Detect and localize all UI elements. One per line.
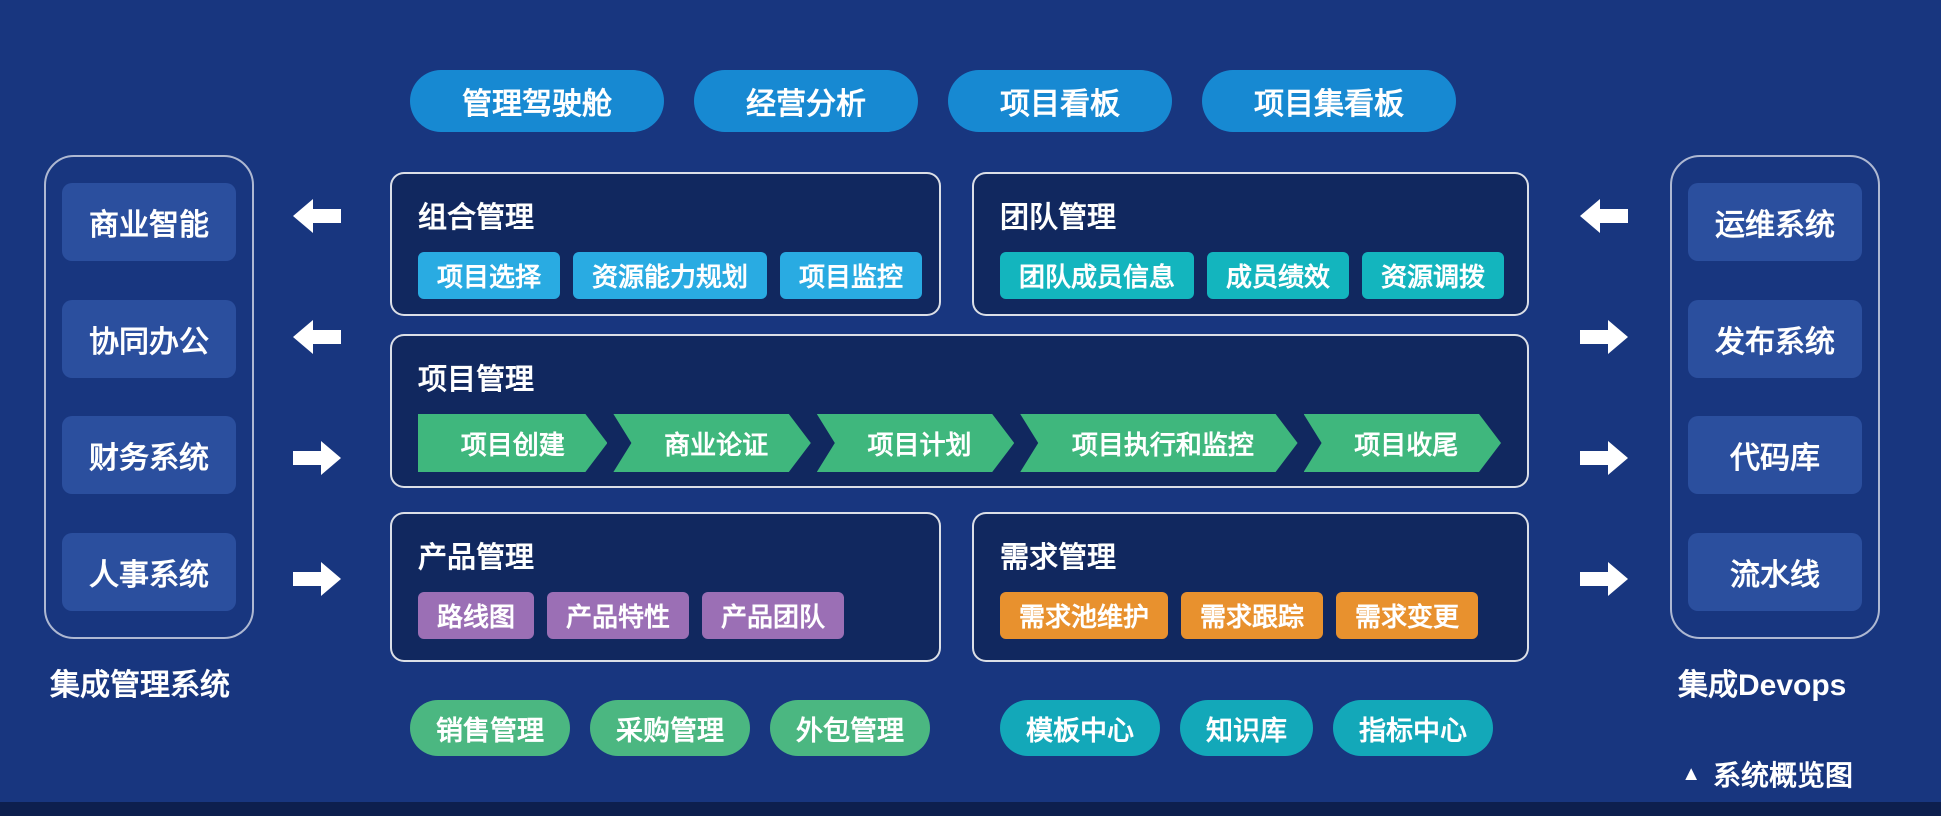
arrow-left-icon — [293, 319, 341, 354]
panel-title: 团队管理 — [1000, 202, 1117, 234]
feature-chip-requirement-pool: 需求池维护 — [1000, 592, 1169, 639]
diagram-caption: ▲ 系统概览图 — [1681, 754, 1853, 794]
right-arrow-column — [1578, 155, 1630, 639]
team-management-panel: 团队管理 团队成员信息 成员绩效 资源调拨 — [972, 172, 1529, 316]
module-pill-sales-management: 销售管理 — [410, 700, 570, 756]
nav-pill-management-cockpit: 管理驾驶舱 — [410, 70, 664, 132]
process-step-project-creation: 项目创建 — [418, 414, 607, 472]
process-step-project-closing: 项目收尾 — [1304, 414, 1501, 472]
arrow-right-icon — [1580, 561, 1628, 596]
integration-box-code-repo: 代码库 — [1688, 416, 1862, 495]
panel-title: 产品管理 — [418, 542, 535, 574]
feature-chip-requirement-tracking: 需求跟踪 — [1181, 592, 1324, 639]
panel-title: 项目管理 — [418, 364, 535, 396]
feature-chip-project-selection: 项目选择 — [418, 252, 561, 299]
bottom-pill-row-green: 销售管理 采购管理 外包管理 — [410, 700, 930, 756]
integration-box-bi: 商业智能 — [62, 183, 236, 261]
module-pill-knowledge-base: 知识库 — [1180, 700, 1313, 756]
integration-box-collab-office: 协同办公 — [62, 299, 236, 378]
top-pill-row: 管理驾驶舱 经营分析 项目看板 项目集看板 — [410, 70, 1456, 132]
chip-row: 路线图 产品特性 产品团队 — [418, 592, 913, 639]
module-pill-metric-center: 指标中心 — [1333, 700, 1493, 756]
left-arrow-column — [291, 155, 343, 639]
arrow-right-icon — [293, 561, 341, 596]
requirement-management-panel: 需求管理 需求池维护 需求跟踪 需求变更 — [972, 512, 1529, 662]
arrow-right-icon — [1580, 440, 1628, 475]
module-pill-procurement-management: 采购管理 — [590, 700, 750, 756]
arrow-right-icon — [1580, 319, 1628, 354]
product-management-panel: 产品管理 路线图 产品特性 产品团队 — [390, 512, 941, 662]
right-frame-label: 集成Devops — [1678, 669, 1847, 702]
chip-row: 需求池维护 需求跟踪 需求变更 — [1000, 592, 1501, 639]
panel-title: 需求管理 — [1000, 542, 1117, 574]
module-pill-template-center: 模板中心 — [1000, 700, 1160, 756]
caption-text: 系统概览图 — [1712, 760, 1853, 791]
bottom-edge-strip — [0, 802, 1941, 816]
feature-chip-team-member-info: 团队成员信息 — [1000, 252, 1195, 299]
portfolio-management-panel: 组合管理 项目选择 资源能力规划 项目监控 — [390, 172, 941, 316]
panel-title: 组合管理 — [418, 202, 535, 234]
feature-chip-resource-allocation: 资源调拨 — [1362, 252, 1505, 299]
feature-chip-requirement-change: 需求变更 — [1336, 592, 1479, 639]
integration-box-finance: 财务系统 — [62, 416, 236, 495]
process-step-project-plan: 项目计划 — [817, 414, 1014, 472]
left-frame-label: 集成管理系统 — [50, 669, 230, 702]
arrow-right-icon — [293, 440, 341, 475]
integration-box-hr: 人事系统 — [62, 532, 236, 611]
right-integration-frame: 运维系统 发布系统 代码库 流水线 — [1670, 155, 1880, 639]
integration-box-ops-system: 运维系统 — [1688, 183, 1862, 261]
project-management-panel: 项目管理 项目创建 商业论证 项目计划 项目执行和监控 项目收尾 — [390, 334, 1529, 488]
feature-chip-roadmap: 路线图 — [418, 592, 535, 639]
chip-row: 团队成员信息 成员绩效 资源调拨 — [1000, 252, 1505, 299]
feature-chip-resource-capacity-planning: 资源能力规划 — [573, 252, 768, 299]
triangle-marker-icon: ▲ — [1681, 763, 1701, 785]
arrow-left-icon — [293, 198, 341, 233]
chip-row: 项目选择 资源能力规划 项目监控 — [418, 252, 923, 299]
integration-box-release-system: 发布系统 — [1688, 299, 1862, 378]
nav-pill-program-kanban: 项目集看板 — [1202, 70, 1456, 132]
left-integration-frame: 商业智能 协同办公 财务系统 人事系统 — [44, 155, 254, 639]
feature-chip-product-team: 产品团队 — [702, 592, 845, 639]
process-step-execution-monitoring: 项目执行和监控 — [1020, 414, 1297, 472]
module-pill-outsourcing-management: 外包管理 — [770, 700, 930, 756]
nav-pill-project-kanban: 项目看板 — [948, 70, 1172, 132]
feature-chip-member-performance: 成员绩效 — [1207, 252, 1350, 299]
integration-box-pipeline: 流水线 — [1688, 532, 1862, 611]
bottom-pill-row-teal: 模板中心 知识库 指标中心 — [1000, 700, 1493, 756]
feature-chip-product-features: 产品特性 — [547, 592, 690, 639]
process-flow: 项目创建 商业论证 项目计划 项目执行和监控 项目收尾 — [418, 414, 1501, 472]
process-step-business-case: 商业论证 — [613, 414, 810, 472]
nav-pill-business-analysis: 经营分析 — [694, 70, 918, 132]
feature-chip-project-monitoring: 项目监控 — [780, 252, 923, 299]
arrow-left-icon — [1580, 198, 1628, 233]
